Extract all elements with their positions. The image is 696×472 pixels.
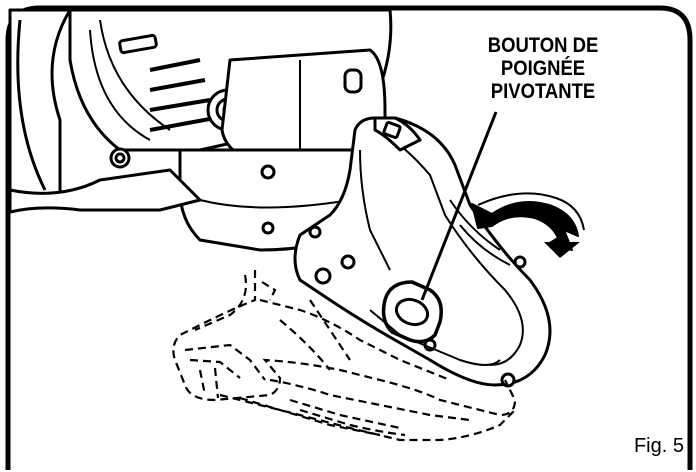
callout-line-1: BOUTON DE <box>487 34 599 57</box>
figure-label: Fig. 5 <box>633 435 684 457</box>
rotation-arrow-icon <box>471 192 585 258</box>
rotating-handle <box>293 116 552 388</box>
callout-line-3: PIVOTANTE <box>490 80 596 103</box>
phantom-handle-outline <box>172 270 517 442</box>
tool-body <box>8 8 393 252</box>
callout-label-swivel-handle-button: BOUTON DE POIGNÉE PIVOTANTE <box>477 34 609 103</box>
callout-line-2: POIGNÉE <box>500 57 586 80</box>
callout-leader-line <box>420 111 498 301</box>
